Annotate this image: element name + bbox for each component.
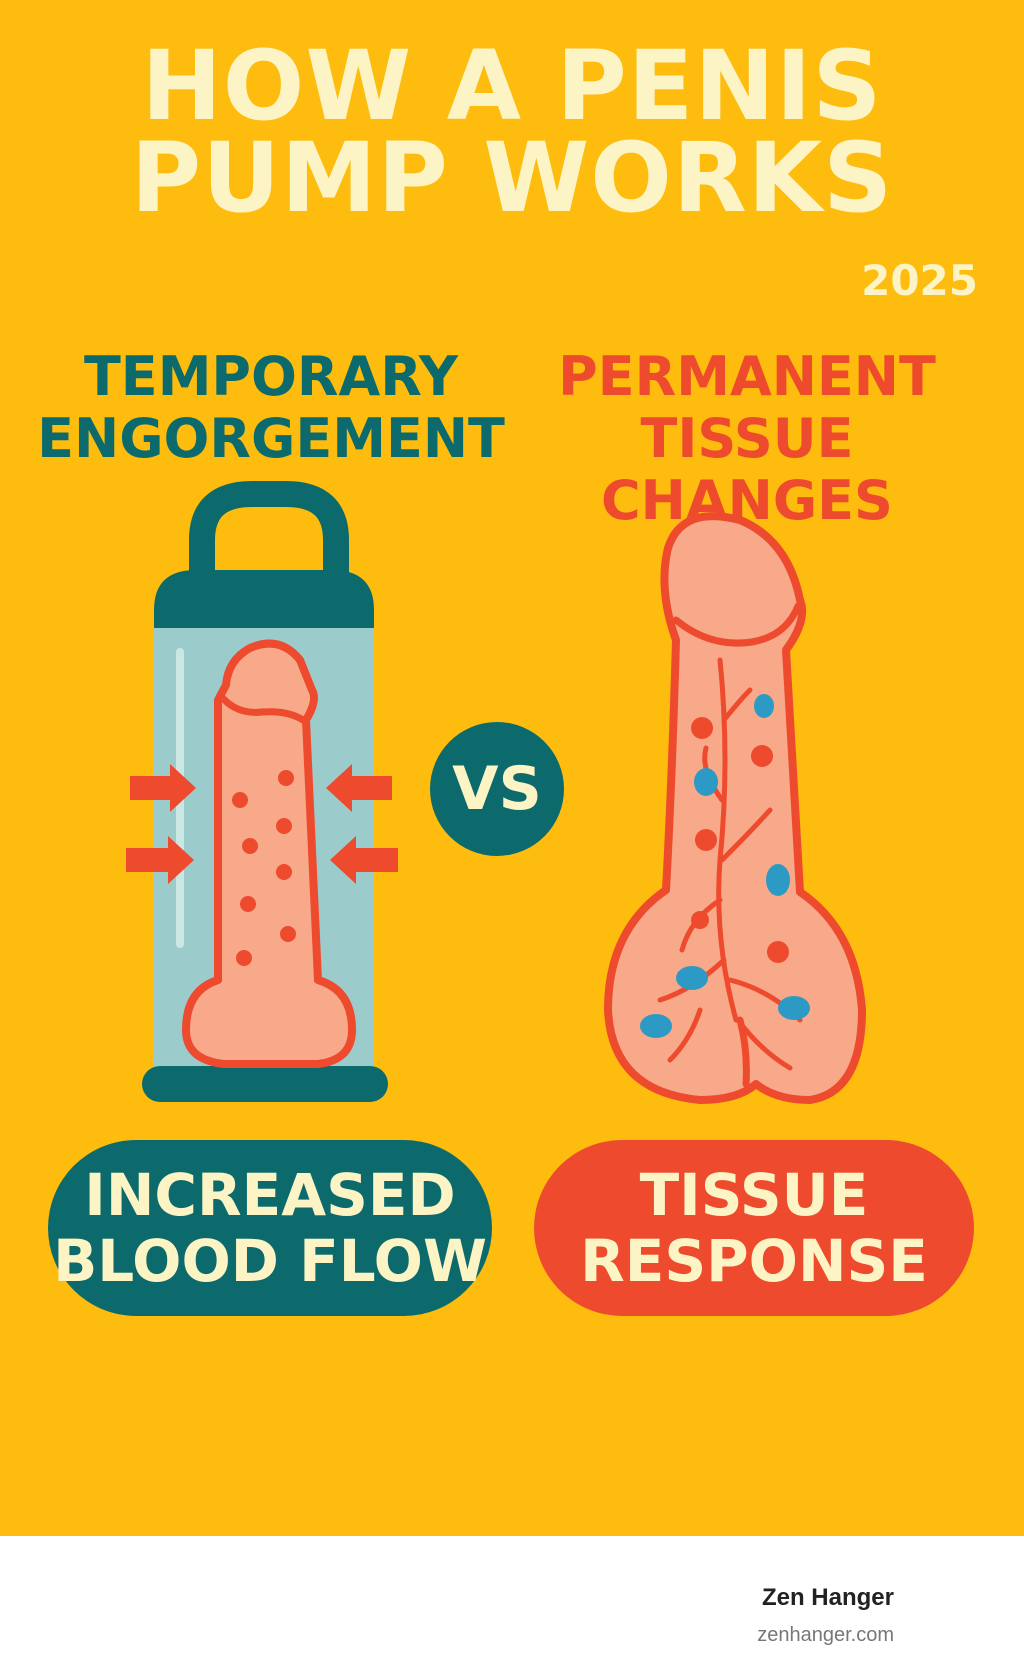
permanent-changes-heading: PERMANENT TISSUE CHANGES: [512, 346, 982, 532]
right-pill-line-2: RESPONSE: [580, 1227, 928, 1295]
left-heading-line-2: ENGORGEMENT: [37, 407, 505, 470]
red-spots: [691, 717, 789, 963]
pressure-arrow-icon: [126, 764, 398, 884]
title-line-1: HOW A PENIS: [141, 30, 883, 142]
blood-dots: [232, 770, 296, 966]
left-pill-line-1: INCREASED: [84, 1161, 456, 1229]
infographic-poster: HOW A PENIS PUMP WORKS 2025 TEMPORARY EN…: [0, 0, 1024, 1536]
organ-left: [182, 639, 356, 1068]
left-heading-line-1: TEMPORARY: [83, 345, 459, 408]
pump-cap: [154, 570, 374, 640]
vs-badge: VS: [430, 722, 564, 856]
organ-right: [604, 512, 866, 1104]
right-heading-line-2: TISSUE CHANGES: [601, 407, 893, 532]
right-pill-line-1: TISSUE: [639, 1161, 869, 1229]
site-link[interactable]: zenhanger.com: [757, 1624, 894, 1646]
illustration-art: [126, 481, 866, 1104]
footer: Zen Hanger zenhanger.com: [0, 1536, 1024, 1666]
left-pill-line-2: BLOOD FLOW: [53, 1227, 487, 1295]
organ-glans-line: [216, 691, 310, 726]
tissue-response-badge: TISSUE RESPONSE: [534, 1140, 974, 1316]
page-title: HOW A PENIS PUMP WORKS: [0, 30, 1024, 234]
temporary-engorgement-heading: TEMPORARY ENGORGEMENT: [36, 346, 506, 470]
pump-handle: [189, 481, 349, 575]
glans-line-right: [672, 602, 802, 647]
increased-blood-flow-badge: INCREASED BLOOD FLOW: [48, 1140, 492, 1316]
right-heading-line-1: PERMANENT: [558, 345, 936, 408]
brand-name: Zen Hanger: [761, 1584, 894, 1611]
pump-cylinder-icon: [126, 481, 398, 1102]
blue-spots: [640, 694, 810, 1038]
pump-base: [142, 1066, 388, 1102]
title-line-2: PUMP WORKS: [130, 122, 894, 234]
year-label: 2025: [861, 256, 978, 305]
anatomy-illustration-icon: [604, 512, 866, 1104]
